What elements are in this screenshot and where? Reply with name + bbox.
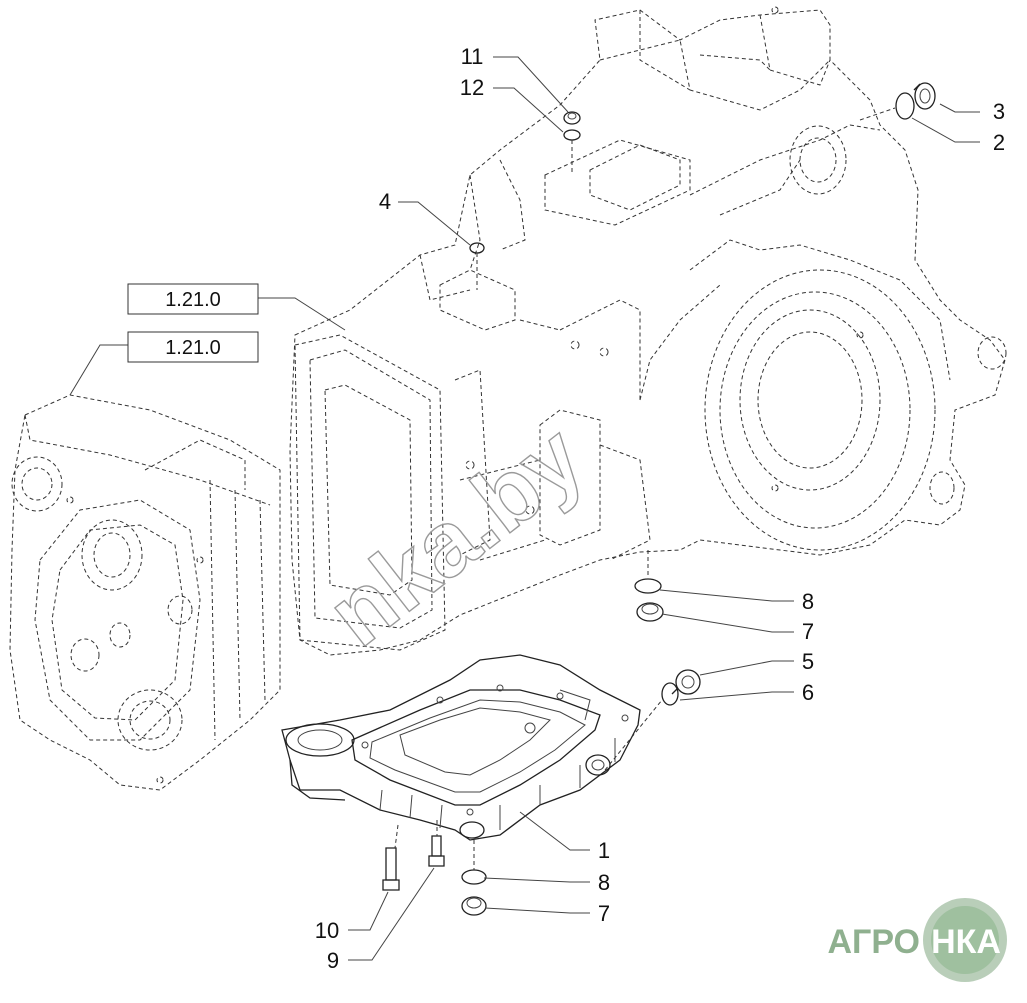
logo-right-text: НКА [931,923,1001,961]
callout-12: 12 [460,75,484,100]
callout-10: 10 [315,918,339,943]
plug-11 [563,111,581,125]
logo-left-text: АГРО [827,923,920,961]
reference-label-lower: 1.21.0 [165,337,221,359]
callout-3: 3 [993,99,1005,124]
callout-9: 9 [327,948,339,973]
plug-7-upper [636,602,664,622]
callout-4: 4 [379,189,391,214]
callout-5: 5 [802,649,814,674]
plug-5 [671,669,701,695]
plug-7-lower [461,896,487,916]
plug-3 [913,82,936,110]
oil-sump-pan [281,654,641,841]
seal-ring-2 [895,92,915,120]
callout-8-upper: 8 [802,589,814,614]
seal-ring-6 [661,682,679,706]
agronka-logo: АГРО НКА [827,898,1007,982]
callout-1: 1 [598,838,610,863]
callout-11: 11 [461,44,484,69]
bolt-10 [382,847,400,891]
reference-label-upper: 1.21.0 [165,289,221,311]
callout-6: 6 [802,680,814,705]
bolt-9 [428,835,445,867]
seal-ring-4 [469,242,485,254]
front-transmission-housing [9,394,281,791]
watermark: nka.by [309,405,603,666]
seal-ring-8-upper [634,578,662,594]
callout-7-upper: 7 [802,619,814,644]
seal-ring-12 [563,129,581,141]
callout-2: 2 [993,130,1005,155]
callout-8-lower: 8 [598,870,610,895]
callout-labels: 11 12 4 3 2 8 7 5 6 1 8 7 10 9 [315,44,1005,973]
leader-lines [69,56,980,961]
rear-transmission-housing [289,6,1007,656]
seal-ring-8-lower [461,869,487,885]
callout-7-lower: 7 [598,901,610,926]
reference-box-upper: 1.21.0 [127,283,259,315]
reference-box-lower: 1.21.0 [127,331,259,363]
watermark-text: nka.by [310,406,602,666]
